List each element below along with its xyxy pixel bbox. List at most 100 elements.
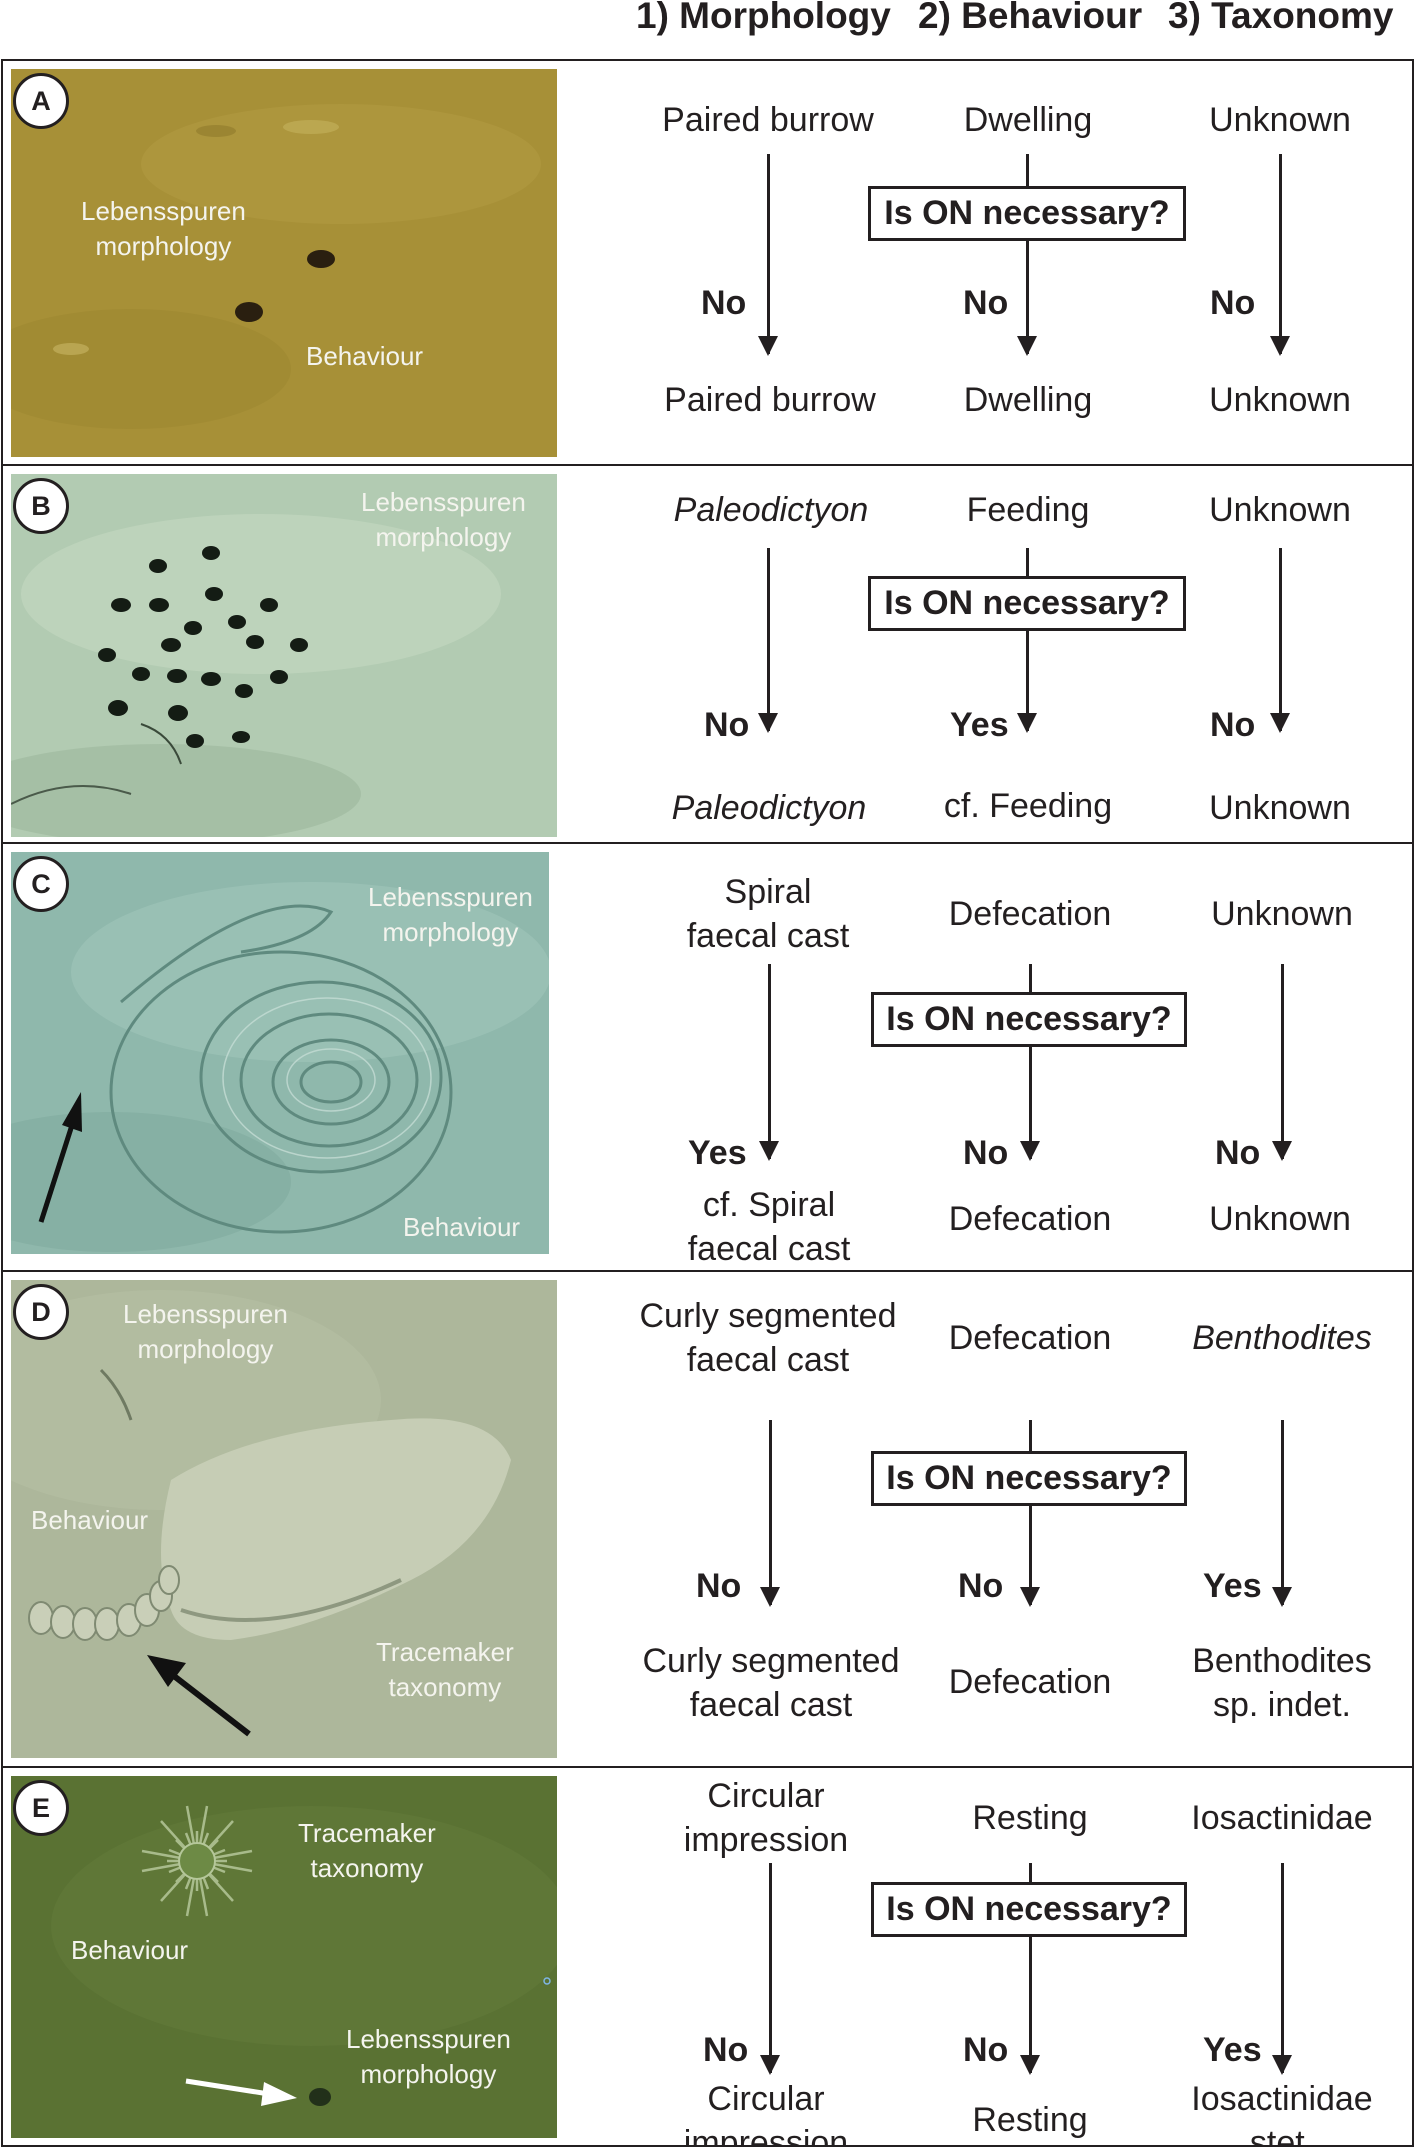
taxonomy-output: Unknown — [1209, 381, 1351, 419]
panel-label-badge: E — [13, 1780, 69, 1836]
question-box: Is ON necessary? — [871, 1451, 1187, 1506]
tracemaker-body — [161, 1418, 511, 1640]
down-arrow — [1270, 154, 1290, 356]
photo-label: Behaviour — [403, 1212, 521, 1242]
circular-impression — [309, 2088, 331, 2106]
spiral-faecal-cast — [109, 904, 453, 1234]
connector-line — [1026, 548, 1029, 576]
pointer-arrow — [185, 2078, 270, 2097]
down-arrow — [1272, 1863, 1292, 2075]
column-header-morphology: 1) Morphology — [636, 0, 891, 36]
taxonomy-input: Unknown — [1211, 895, 1353, 933]
down-arrow — [1017, 629, 1037, 733]
answer-morphology: No — [704, 706, 750, 744]
behaviour-output: Defecation — [948, 1200, 1112, 1238]
answer-morphology: No — [701, 284, 747, 322]
behaviour-input: Feeding — [966, 491, 1090, 529]
behaviour-input: Resting — [972, 1799, 1088, 1837]
question-box: Is ON necessary? — [871, 992, 1187, 1047]
answer-behaviour: Yes — [950, 706, 1009, 744]
connector-line — [1029, 964, 1032, 992]
down-arrow — [1272, 1420, 1292, 1607]
down-arrow — [760, 1420, 780, 1607]
answer-morphology: No — [703, 2031, 749, 2069]
behaviour-input: Defecation — [948, 895, 1112, 933]
down-arrow — [1020, 1045, 1040, 1161]
morphology-input: Paired burrow — [662, 101, 874, 139]
taxonomy-output: Unknown — [1209, 1200, 1351, 1238]
answer-behaviour: No — [963, 2031, 1009, 2069]
down-arrow — [760, 1863, 780, 2075]
down-arrow — [1020, 1504, 1040, 1607]
down-arrow — [1272, 964, 1292, 1161]
behaviour-input: Defecation — [948, 1319, 1112, 1357]
answer-taxonomy: No — [1210, 706, 1256, 744]
behaviour-output: Resting — [972, 2101, 1088, 2139]
answer-behaviour: No — [963, 1134, 1009, 1172]
taxonomy-output: Unknown — [1209, 789, 1351, 827]
panel-label-badge: D — [13, 1284, 69, 1340]
answer-taxonomy: No — [1210, 284, 1256, 322]
panel-label-badge: A — [13, 73, 69, 129]
down-arrow — [758, 548, 778, 733]
connector-line — [1029, 1863, 1032, 1883]
pointer-arrow — [38, 1121, 76, 1223]
burrow-opening — [307, 250, 335, 268]
answer-morphology: No — [696, 1567, 742, 1605]
connector-line — [1029, 1420, 1032, 1451]
down-arrow — [1020, 1935, 1040, 2075]
pointer-arrow — [172, 1673, 251, 1737]
question-box: Is ON necessary? — [868, 576, 1186, 631]
behaviour-output: Dwelling — [963, 381, 1093, 419]
answer-morphology: Yes — [688, 1134, 747, 1172]
down-arrow — [1017, 239, 1037, 356]
column-header-behaviour: 2) Behaviour — [918, 0, 1143, 36]
panel-label-badge: C — [13, 856, 69, 912]
taxonomy-input: Benthodites — [1192, 1319, 1372, 1357]
behaviour-output: cf. Feeding — [943, 787, 1113, 825]
down-arrow — [758, 154, 778, 356]
answer-taxonomy: Yes — [1203, 1567, 1262, 1605]
question-box: Is ON necessary? — [868, 186, 1186, 241]
morphology-output: Paired burrow — [664, 381, 876, 419]
photo-label: Behaviour — [71, 1935, 189, 1965]
burrow-opening — [235, 302, 263, 322]
connector-line — [1026, 154, 1029, 186]
down-arrow — [759, 964, 779, 1161]
answer-taxonomy: Yes — [1203, 2031, 1262, 2069]
answer-behaviour: No — [963, 284, 1009, 322]
hexagonal-burrow-pattern — [98, 546, 308, 748]
question-box: Is ON necessary? — [871, 1882, 1187, 1937]
down-arrow — [1270, 548, 1290, 733]
taxonomy-input: Unknown — [1209, 101, 1351, 139]
photo-label: Behaviour — [31, 1505, 149, 1535]
column-header-taxonomy: 3) Taxonomy — [1168, 0, 1394, 36]
behaviour-input: Dwelling — [963, 101, 1093, 139]
answer-behaviour: No — [958, 1567, 1004, 1605]
taxonomy-input: Iosactinidae — [1191, 1799, 1373, 1837]
behaviour-output: Defecation — [948, 1663, 1112, 1701]
